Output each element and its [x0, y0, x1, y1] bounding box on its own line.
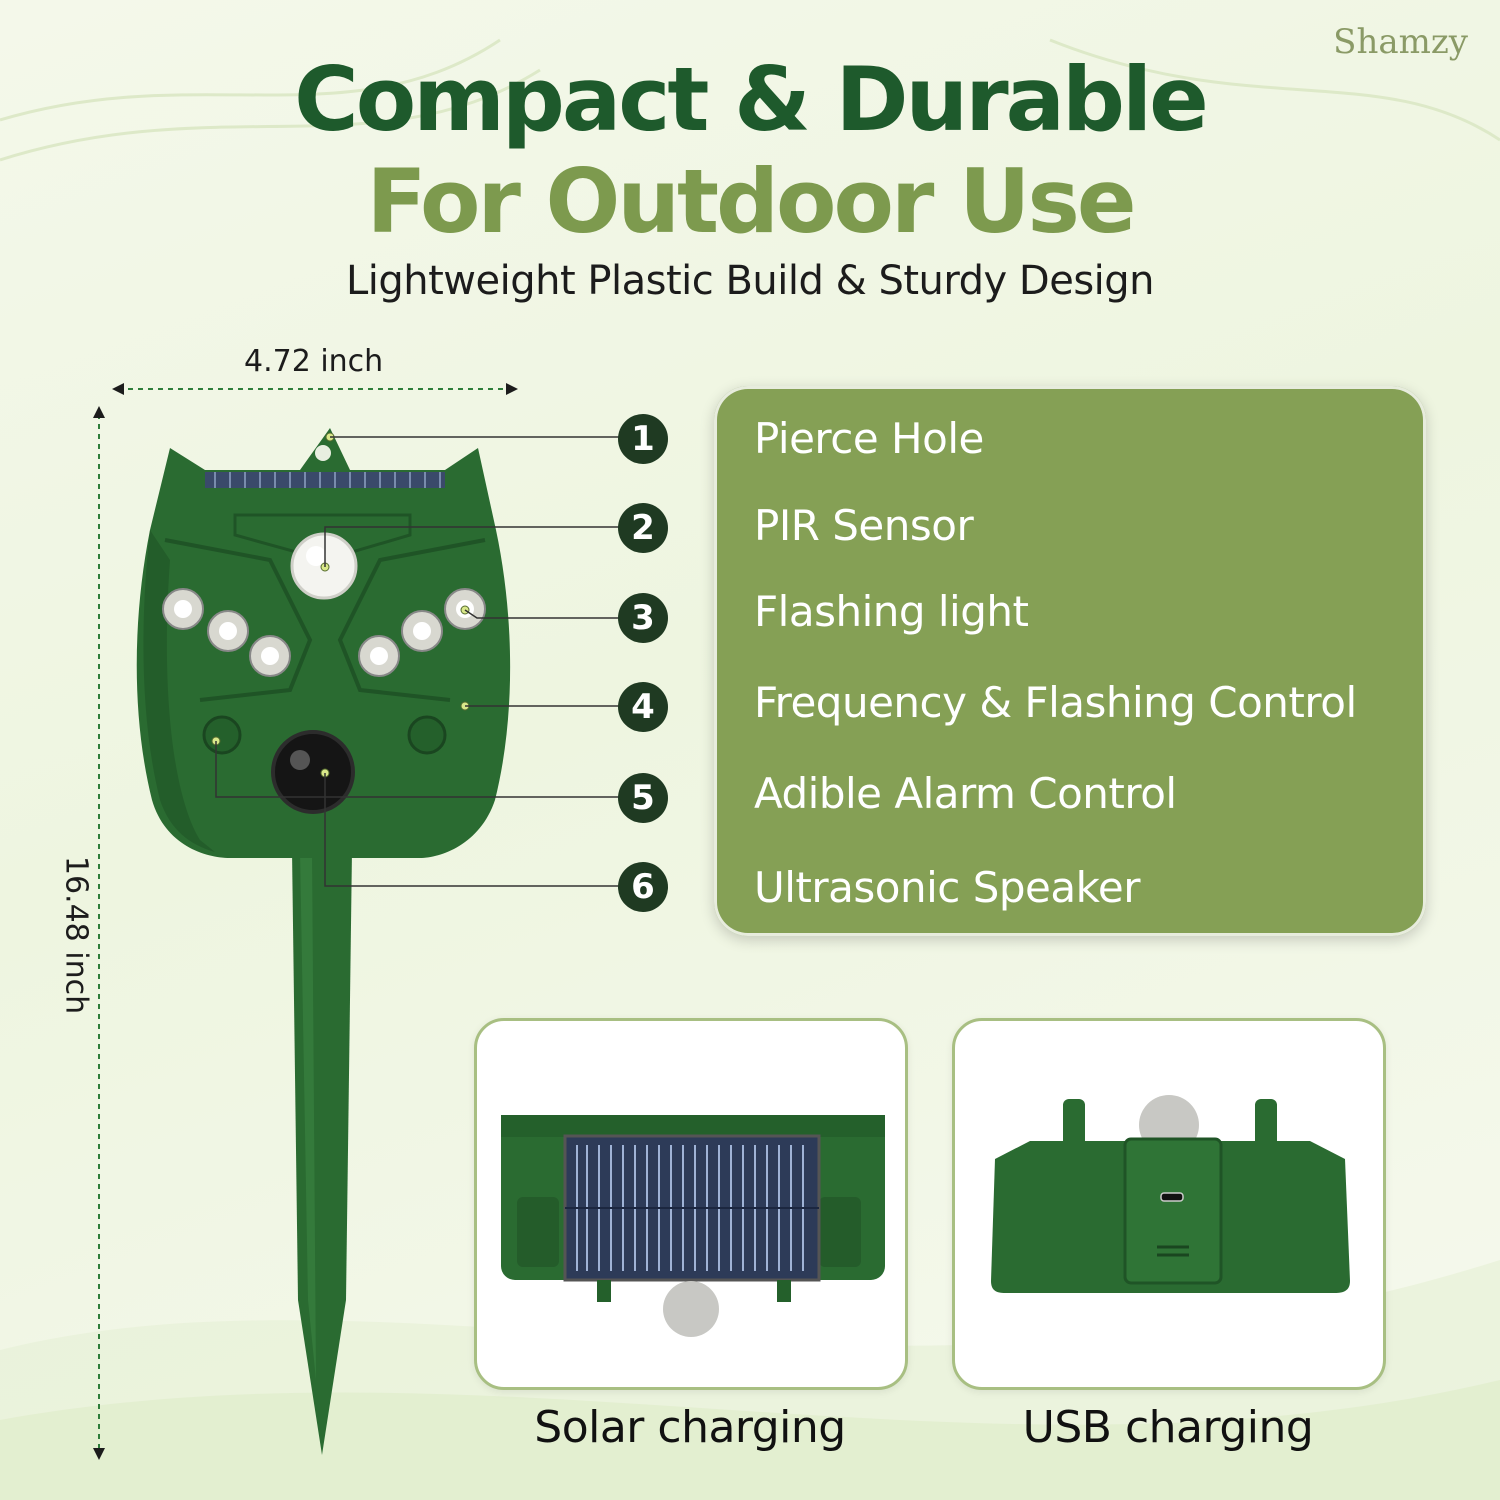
solar-charging-card — [474, 1018, 908, 1390]
title-line-2: For Outdoor Use — [366, 150, 1136, 253]
brand-logo: Shamzy — [1333, 22, 1468, 62]
feature-ultrasonic-speaker: Ultrasonic Speaker — [754, 863, 1141, 912]
callout-5: 5 — [618, 773, 668, 823]
callout-1: 1 — [618, 414, 668, 464]
subtitle: Lightweight Plastic Build & Sturdy Desig… — [345, 258, 1155, 304]
callout-6: 6 — [618, 862, 668, 912]
feature-flashing-light: Flashing light — [754, 587, 1029, 636]
pierce-hole — [315, 445, 331, 461]
feature-pierce-hole: Pierce Hole — [754, 414, 984, 463]
usb-port-icon — [991, 1095, 1350, 1293]
usb-charging-card — [952, 1018, 1386, 1390]
callout-4: 4 — [618, 682, 668, 732]
features-panel: Pierce Hole PIR Sensor Flashing light Fr… — [714, 386, 1426, 936]
ultrasonic-speaker — [271, 730, 355, 814]
usb-charging-label: USB charging — [1022, 1402, 1314, 1453]
callout-2: 2 — [618, 503, 668, 553]
solar-charging-label: Solar charging — [534, 1402, 846, 1453]
solar-strip — [205, 472, 445, 488]
ground-stake — [292, 850, 352, 1455]
width-dimension-label: 4.72 inch — [244, 344, 384, 379]
callout-3: 3 — [618, 593, 668, 643]
frequency-control-knob — [407, 715, 447, 755]
feature-alarm-control: Adible Alarm Control — [754, 769, 1177, 818]
title-line-1: Compact & Durable — [294, 48, 1209, 151]
feature-frequency-control: Frequency & Flashing Control — [754, 678, 1357, 727]
solar-panel-icon — [501, 1115, 885, 1337]
alarm-control-knob — [202, 715, 242, 755]
flashing-lights — [162, 588, 486, 677]
feature-pir-sensor: PIR Sensor — [754, 501, 974, 550]
